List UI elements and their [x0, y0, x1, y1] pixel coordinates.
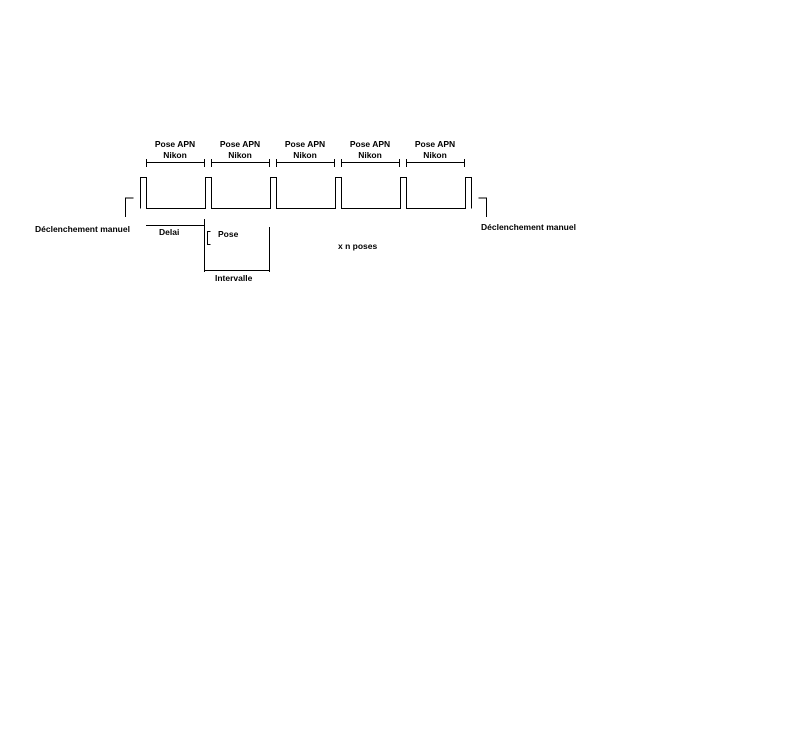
pose-annotation [207, 231, 211, 245]
pose-label-line2: Nikon [293, 150, 317, 160]
pose-label-line2: Nikon [163, 150, 187, 160]
pose-dimension-5 [406, 159, 465, 167]
repeat-label: x n poses [338, 241, 377, 251]
trigger-start-label: Déclenchement manuel [35, 224, 130, 234]
interval-label: Intervalle [215, 273, 253, 283]
pose-label-line1: Pose APN [220, 139, 260, 149]
pose-label-line1: Pose APN [415, 139, 455, 149]
pose-dimension-2 [211, 159, 270, 167]
pose-dimension-1 [146, 159, 205, 167]
pose-dimension-4 [341, 159, 400, 167]
signal-waveform [140, 177, 472, 209]
pose-label-line2: Nikon [358, 150, 382, 160]
pose-label-line1: Pose APN [155, 139, 195, 149]
pose-label-line1: Pose APN [285, 139, 325, 149]
delay-annotation [146, 219, 205, 272]
trigger-end-label: Déclenchement manuel [481, 222, 576, 232]
pose-dimension-lines [146, 159, 465, 167]
interval-annotation [204, 227, 270, 272]
trigger-start-marker [125, 197, 134, 217]
pose-label-line1: Pose APN [350, 139, 390, 149]
pose-label-line2: Nikon [423, 150, 447, 160]
pulse-train [140, 177, 472, 209]
pose-label: Pose [218, 229, 239, 239]
delay-label: Delai [159, 227, 179, 237]
pose-label-line2: Nikon [228, 150, 252, 160]
pose-dimension-3 [276, 159, 335, 167]
trigger-end-marker [478, 197, 487, 217]
